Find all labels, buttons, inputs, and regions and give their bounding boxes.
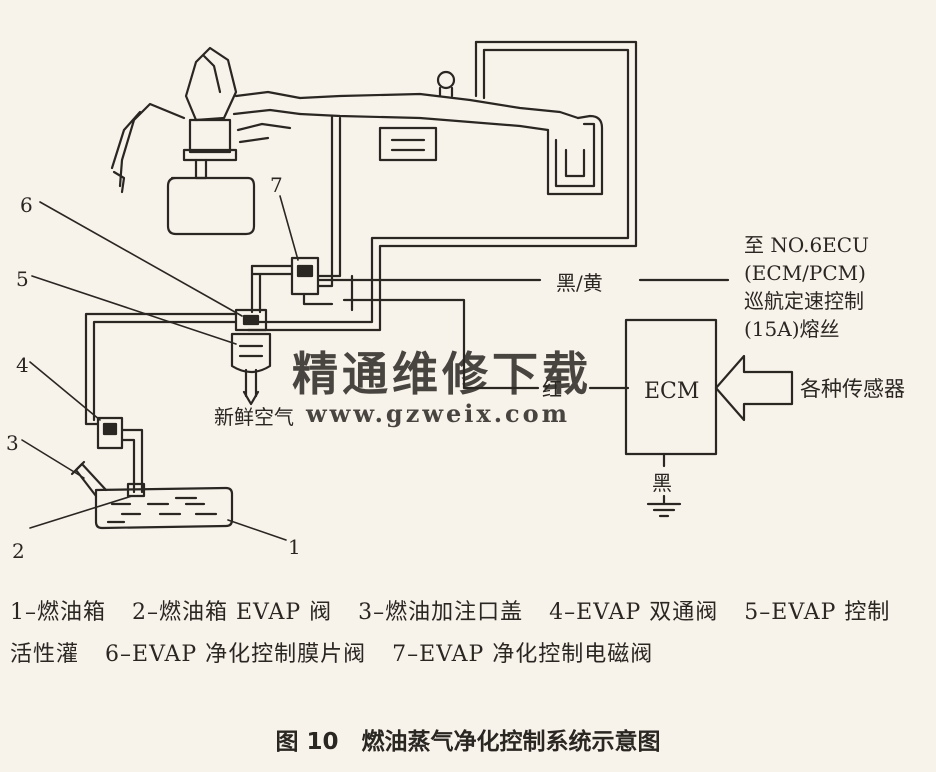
- legend-item-7: 7–EVAP 净化控制电磁阀: [392, 642, 654, 667]
- watermark-url: www.gzweix.com: [305, 399, 570, 428]
- callout-3: 3: [6, 431, 19, 455]
- ecu-fuse-line4: (15A)熔丝: [744, 317, 840, 341]
- figure-title: 图 10 燃油蒸气净化控制系统示意图: [275, 729, 661, 755]
- ecm-label: ECM: [644, 379, 699, 404]
- ecu-fuse-line3: 巡航定速控制: [744, 289, 864, 313]
- legend-item-1: 1–燃油箱: [10, 600, 106, 625]
- black-yellow-label: 黑/黄: [556, 271, 603, 295]
- evap-system-diagram: 6 5 4 3 2 1 7 新鲜空气 黑/黄 红 黑 ECM 各种传感器 至 N…: [6, 40, 905, 560]
- callout-1: 1: [288, 535, 301, 559]
- two-way-valve: [96, 416, 144, 494]
- legend-item-2: 2–燃油箱 EVAP 阀: [132, 600, 333, 625]
- intake-purge-pipe: [330, 114, 342, 264]
- callout-2: 2: [12, 539, 25, 560]
- ecu-fuse-line2: (ECM/PCM): [744, 261, 866, 285]
- legend-item-4: 4–EVAP 双通阀: [549, 600, 719, 625]
- legend-item-6: 6–EVAP 净化控制膜片阀: [105, 642, 367, 667]
- legend-item-5: 5–EVAP 控制活性灌: [10, 600, 891, 667]
- black-label: 黑: [652, 471, 672, 495]
- engine-reservoir-box: [246, 40, 638, 332]
- callout-7: 7: [270, 173, 283, 197]
- purge-solenoid-valve: [250, 256, 342, 314]
- legend: 1–燃油箱 2–燃油箱 EVAP 阀 3–燃油加注口盖 4–EVAP 双通阀 5…: [10, 592, 910, 676]
- sensor-input-arrow: [714, 354, 794, 422]
- canister-tank-line: [84, 312, 238, 426]
- ground-symbol: [646, 452, 682, 518]
- sensors-label: 各种传感器: [800, 377, 905, 401]
- legend-item-3: 3–燃油加注口盖: [358, 600, 524, 625]
- watermark-title: 精通维修下载: [292, 347, 592, 401]
- callout-leaders: [21, 195, 299, 541]
- evap-canister: [230, 308, 272, 406]
- red-label: 红: [542, 377, 562, 401]
- fresh-air-label: 新鲜空气: [214, 405, 294, 429]
- fuel-tank: [70, 460, 234, 530]
- callout-4: 4: [16, 353, 29, 377]
- callout-6: 6: [20, 193, 33, 217]
- ecu-fuse-line1: 至 NO.6ECU: [744, 233, 869, 257]
- callout-5: 5: [16, 267, 29, 291]
- engine-intake-assembly: [110, 46, 580, 236]
- red-wire: [342, 274, 630, 390]
